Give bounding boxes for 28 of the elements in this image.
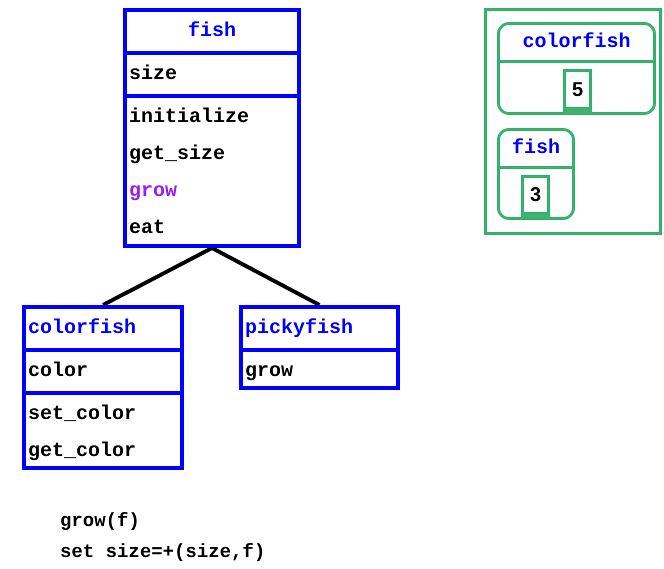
inheritance-line [211,246,320,307]
method-name: eat [128,216,166,242]
method-name: set_color [27,402,138,428]
code-line: grow(f) [60,509,141,534]
attribute-name: color [27,359,90,385]
object-name: fish [512,138,560,158]
object-box [497,128,575,220]
code-line: set size=+(size,f) [60,540,266,565]
inheritance-line [102,246,213,307]
class-box [123,8,301,248]
attribute-name: grow [244,359,294,385]
object-name: colorfish [522,32,631,52]
object-box [497,22,656,115]
method-name: get_size [128,142,226,168]
class-name: pickyfish [244,316,354,342]
method-name: initialize [128,105,250,131]
class-box [239,305,400,390]
value-text: 5 [572,80,584,100]
class-name: colorfish [27,316,138,342]
value-text: 3 [530,185,542,205]
attribute-name: size [128,62,178,88]
method-name: grow [128,179,178,205]
value-box [521,175,550,218]
class-box [22,305,184,470]
value-box [563,69,592,113]
class-name: fish [186,19,237,45]
frame-box [484,8,662,235]
method-name: get_color [27,439,138,465]
